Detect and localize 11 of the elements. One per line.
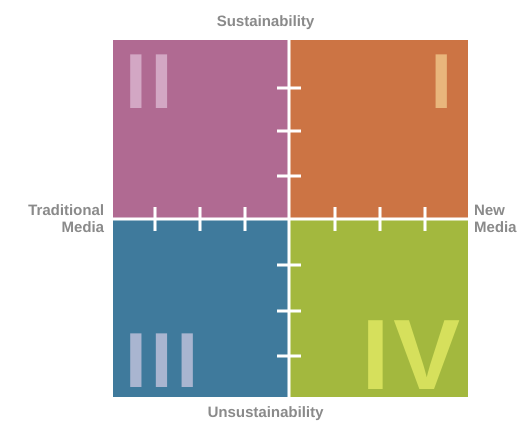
axis-label: New Media xyxy=(474,202,518,236)
axis-label: Traditional Media xyxy=(27,202,104,236)
roman-numeral: III xyxy=(125,321,202,399)
axis-label: Unsustainability xyxy=(206,404,324,421)
axis-label: Sustainability xyxy=(216,13,316,30)
roman-numeral: II xyxy=(125,42,176,120)
quadrant-panel xyxy=(289,40,468,219)
quadrant-panel xyxy=(113,40,289,219)
roman-numeral: I xyxy=(430,42,456,120)
quadrant-panel xyxy=(113,219,289,397)
quadrant-panel xyxy=(289,219,468,397)
